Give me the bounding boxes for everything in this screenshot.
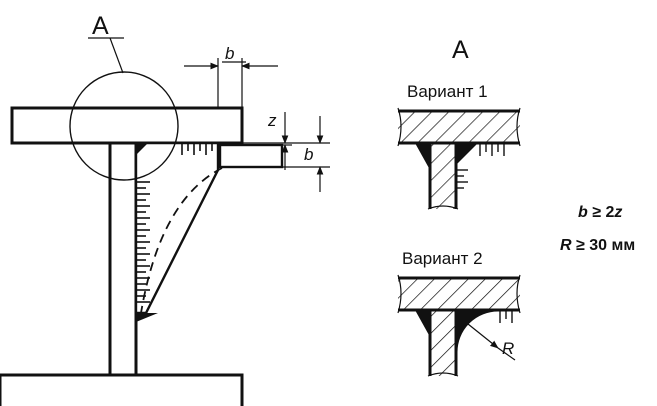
dim-z-label: z: [267, 111, 277, 130]
condition-b-ge-2z: b ≥ 2z: [578, 204, 622, 221]
vertical-web: [108, 141, 138, 377]
flange-weld-ticks: [181, 143, 219, 155]
dimension-b-top: b: [184, 44, 278, 108]
dimension-z: z: [242, 111, 292, 170]
gusset-dashed-curve: [140, 167, 223, 314]
detail-circle: [69, 71, 179, 181]
dim-b-top-label: b: [225, 44, 234, 63]
gusset-plate: [134, 141, 220, 315]
dim-R-label: R: [502, 339, 514, 358]
callout-leader: [109, 37, 124, 74]
spacer-plate: [218, 143, 284, 169]
variant1-detail: [397, 107, 521, 210]
weld-fillet-top: [136, 143, 148, 155]
variant2-title: Вариант 2: [402, 249, 483, 268]
variant1-title: Вариант 1: [407, 82, 488, 101]
main-view: A b z b: [0, 12, 330, 406]
dim-b-side-label: b: [304, 145, 313, 164]
variant2-detail: R: [397, 274, 521, 377]
dimension-b-side: b: [282, 116, 330, 192]
condition-R-ge-30: R ≥ 30 мм: [560, 237, 635, 254]
top-flange: [10, 106, 244, 145]
detail-callout-label: A: [92, 12, 109, 40]
weld-fillet-bottom: [136, 313, 158, 322]
base-plate: [0, 373, 244, 406]
web-weld-ticks: [136, 181, 150, 303]
detail-title: A: [452, 36, 469, 64]
